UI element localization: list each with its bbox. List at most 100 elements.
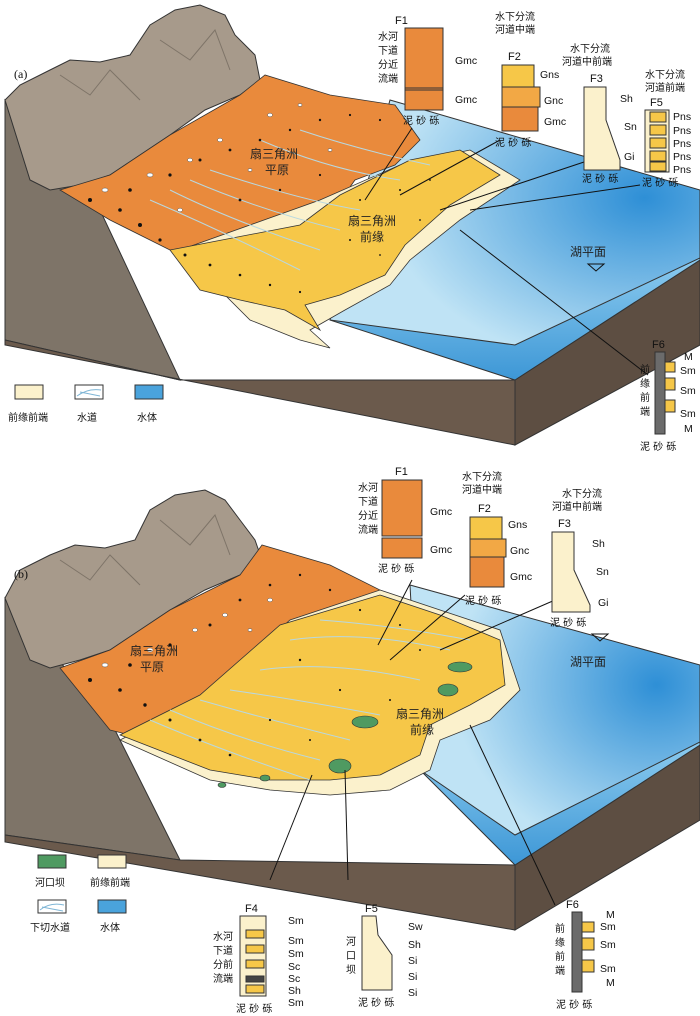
water-swatch xyxy=(134,384,164,400)
pebble-clasts-a xyxy=(101,103,333,213)
column-title: 水下分流 xyxy=(645,68,685,81)
legend-a: 前缘前端 水道 水体 xyxy=(8,384,164,424)
column-title: 端 xyxy=(640,405,650,418)
panel-a: 扇三角洲 平原 扇三角洲 前缘 湖平面 (a) 前缘前端 水道 水体 xyxy=(4,4,700,453)
column-title: 前 xyxy=(555,950,565,963)
column-code: Gi xyxy=(624,151,635,163)
column-code: Gnc xyxy=(510,545,529,557)
fringe-swatch xyxy=(97,854,127,869)
legend-b: 河口坝 前缘前端 下切水道 水体 xyxy=(30,854,130,934)
column-axis: 泥 砂 砾 xyxy=(556,998,592,1011)
column-code: Sn xyxy=(596,566,609,578)
column-F3-b: 水下分流 河道中前端 F3 Sh Sn Gi 泥 砂 砾 xyxy=(550,487,609,629)
front-label-b-line1: 扇三角洲 xyxy=(396,706,444,721)
column-code: Gmc xyxy=(544,116,566,128)
legend-b-label-water: 水体 xyxy=(100,922,120,934)
fan-delta-front xyxy=(169,149,501,332)
front-label-a-line2: 前缘 xyxy=(360,229,384,244)
column-id: F6 xyxy=(566,899,579,911)
column-axis: 泥 砂 砾 xyxy=(378,562,414,575)
column-code: Sm xyxy=(288,948,304,960)
legend-a-label-water: 水体 xyxy=(137,412,157,424)
column-axis: 泥 砂 砾 xyxy=(236,1002,272,1015)
column-code: Sn xyxy=(624,121,637,133)
column-id: F2 xyxy=(478,503,491,515)
column-code: Sm xyxy=(600,939,616,951)
column-F2-a: 水下分流 河道中端 F2 Gns Gnc Gmc 泥 砂 砾 xyxy=(495,10,566,149)
column-id: F2 xyxy=(508,51,521,63)
column-id: F1 xyxy=(395,15,408,27)
column-code: Sh xyxy=(620,93,633,105)
column-code: Gns xyxy=(508,519,527,531)
column-F5-b: F5 Sw Sh Si Si Si 河 口 坝 泥 砂 砾 xyxy=(346,903,423,1009)
column-axis: 泥 砂 砾 xyxy=(465,594,501,607)
incised-channel-lines xyxy=(149,619,471,781)
column-F1-a: F1 Gmc Gmc 水河 下道 分近 流端 泥 砂 砾 xyxy=(378,15,477,127)
legend-a-label-channel: 水道 xyxy=(77,411,97,424)
column-title: 流端 xyxy=(358,523,378,536)
column-code: Si xyxy=(408,971,417,983)
column-code: Gns xyxy=(540,69,559,81)
lake-level-label-a: 湖平面 xyxy=(570,244,606,259)
column-code: Sh xyxy=(408,939,421,951)
column-title: 前 xyxy=(640,363,650,376)
column-title: 河道中前端 xyxy=(552,500,602,513)
plain-label-b-line1: 扇三角洲 xyxy=(130,643,178,658)
column-F1-b: F1 Gmc Gmc 水河 下道 分近 流端 泥 砂 砾 xyxy=(358,466,452,575)
column-id: F5 xyxy=(650,97,663,109)
column-code: Gmc xyxy=(455,94,477,106)
column-axis: 泥 砂 砾 xyxy=(640,440,676,453)
column-title: 河道中前端 xyxy=(562,55,612,68)
column-title: 缘 xyxy=(555,936,565,949)
column-F2-b: 水下分流 河道中端 F2 Gns Gnc Gmc 泥 砂 砾 xyxy=(462,470,532,607)
column-title: 流端 xyxy=(378,72,398,85)
column-code: Gnc xyxy=(544,95,563,107)
front-label-b-line2: 前缘 xyxy=(410,722,434,737)
column-title: 水下分流 xyxy=(462,470,502,483)
column-code: Sm xyxy=(288,997,304,1009)
column-code: M xyxy=(606,977,615,989)
fringe-swatch xyxy=(14,384,44,400)
column-title: 下道 xyxy=(213,944,233,957)
column-title: 口 xyxy=(346,951,356,962)
column-code: Sm xyxy=(680,385,696,397)
column-code: Sw xyxy=(408,921,423,933)
legend-b-label-bar: 河口坝 xyxy=(35,877,65,889)
column-title: 水河 xyxy=(213,931,233,943)
column-title: 端 xyxy=(555,964,565,977)
bar-swatch xyxy=(37,854,67,869)
column-title: 水下分流 xyxy=(562,487,602,500)
column-id: F4 xyxy=(245,903,258,915)
column-code: Pns xyxy=(673,125,691,137)
column-F3-a: 水下分流 河道中前端 F3 Sh Sn Gi 泥 砂 砾 xyxy=(562,42,637,185)
pebble-clasts-b xyxy=(101,597,273,668)
column-code: Gi xyxy=(598,597,609,609)
legend-a-label-fringe: 前缘前端 xyxy=(8,411,48,424)
column-title: 下道 xyxy=(358,495,378,508)
legend-b-label-incised: 下切水道 xyxy=(30,921,70,934)
column-code: Pns xyxy=(673,164,691,176)
column-code: Sc xyxy=(288,961,300,973)
column-code: Sm xyxy=(600,921,616,933)
column-title: 水下分流 xyxy=(495,10,535,23)
column-F4-b: F4 Sm Sm Sm Sc Sc Sh Sm 水河 下道 分前 流端 泥 砂 … xyxy=(213,903,304,1015)
column-code: Pns xyxy=(673,138,691,150)
column-axis: 泥 砂 砾 xyxy=(495,136,531,149)
column-code: M xyxy=(606,909,615,921)
plain-label-b-line2: 平原 xyxy=(140,660,164,674)
water-swatch xyxy=(97,899,127,914)
lake-level-label-b: 湖平面 xyxy=(570,654,606,669)
legend-b-label-fringe: 前缘前端 xyxy=(90,876,130,889)
column-code: Sm xyxy=(680,408,696,420)
gravel-dots-b xyxy=(88,573,421,757)
column-title: 分近 xyxy=(358,509,378,522)
panel-tag-a: (a) xyxy=(14,67,27,81)
column-code: Sm xyxy=(600,963,616,975)
column-title: 坝 xyxy=(346,964,356,976)
column-title: 前 xyxy=(640,391,650,404)
lake-level-marker-b xyxy=(590,633,610,642)
column-code: Sh xyxy=(592,538,605,550)
column-axis: 泥 砂 砾 xyxy=(358,996,394,1009)
column-code: Gmc xyxy=(430,544,452,556)
column-code: M xyxy=(684,351,693,363)
